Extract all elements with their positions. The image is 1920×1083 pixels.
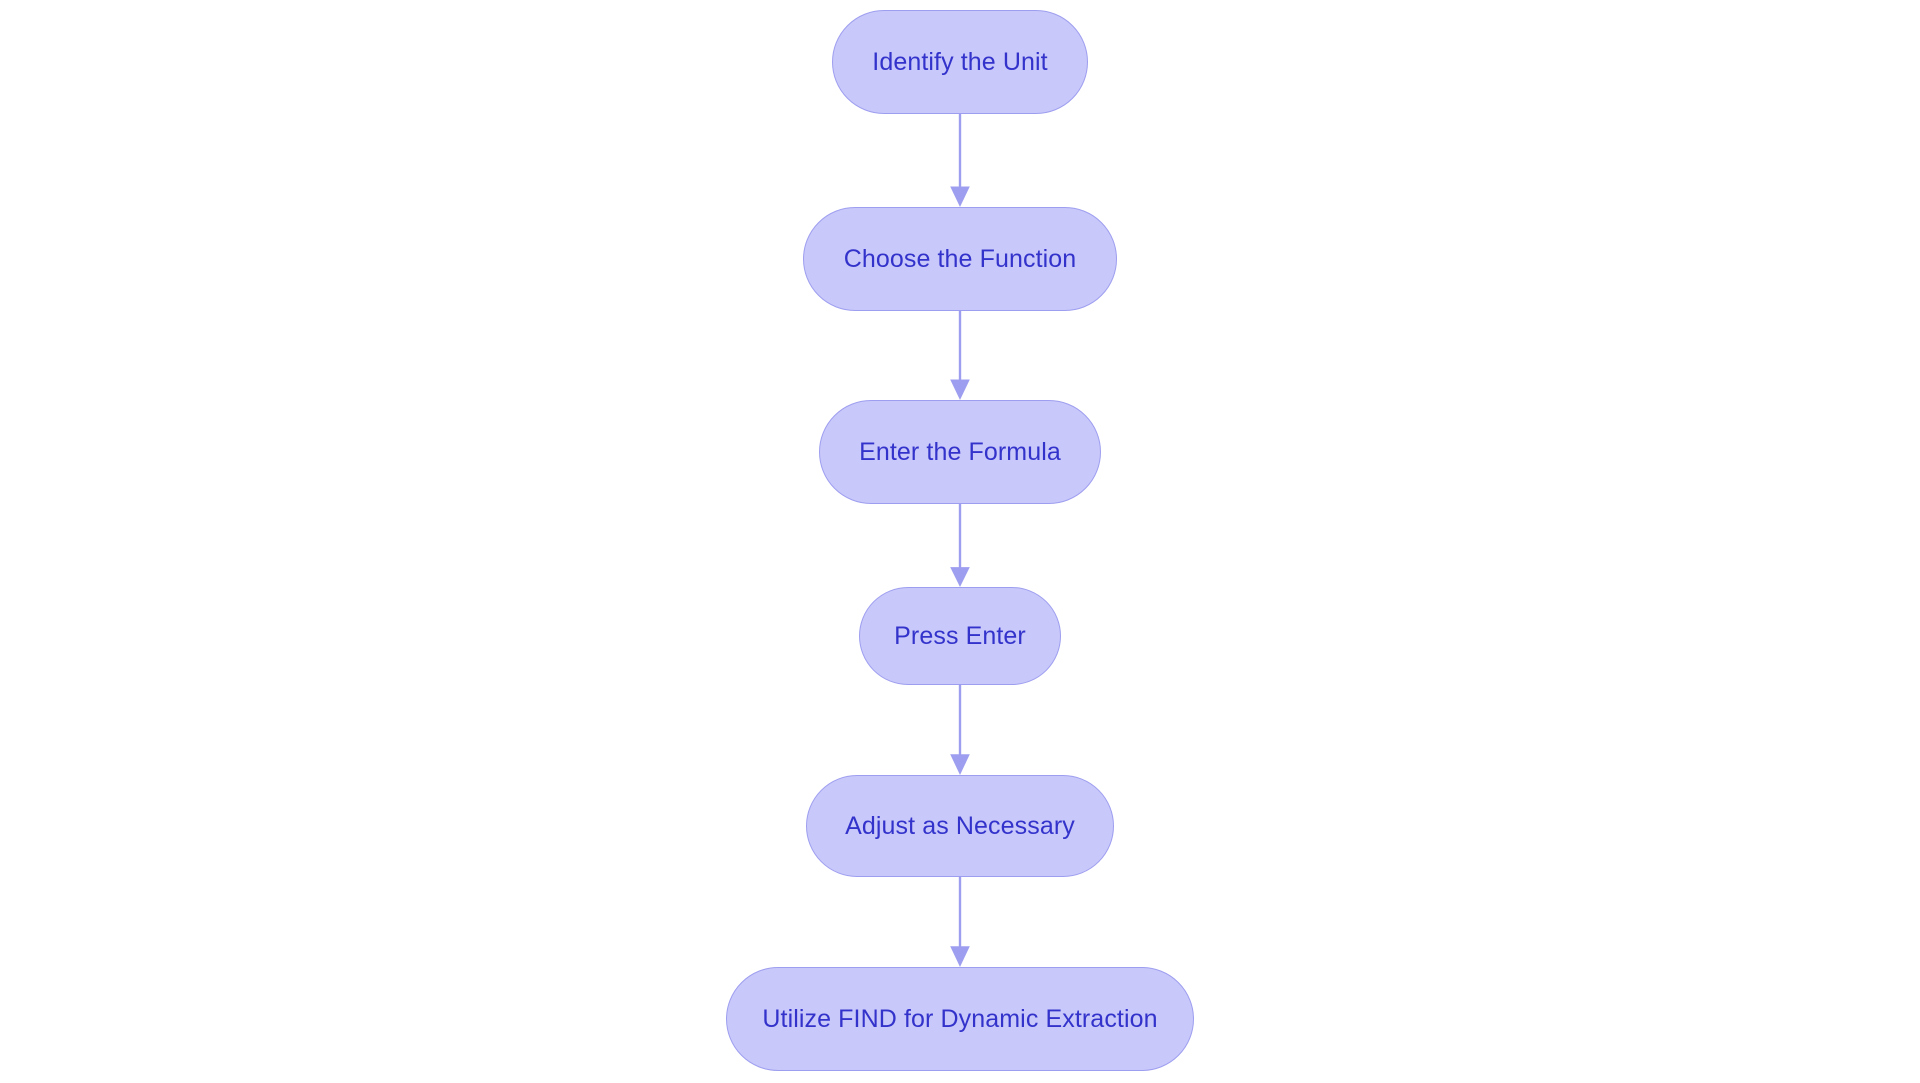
flow-node-label: Enter the Formula — [859, 437, 1061, 466]
flow-node-choose-the-function[interactable]: Choose the Function — [803, 207, 1117, 311]
flow-node-label: Utilize FIND for Dynamic Extraction — [762, 1004, 1158, 1033]
down-arrow-icon — [950, 877, 970, 967]
flow-node-identify-the-unit[interactable]: Identify the Unit — [832, 10, 1088, 114]
down-arrow-icon — [950, 504, 970, 587]
down-arrow-icon — [950, 311, 970, 400]
flow-node-adjust-as-necessary[interactable]: Adjust as Necessary — [806, 775, 1114, 877]
down-arrow-icon — [950, 685, 970, 775]
flow-edge-n2-to-n3 — [948, 311, 972, 400]
flow-edge-n4-to-n5 — [948, 685, 972, 775]
flow-edge-n3-to-n4 — [948, 504, 972, 587]
flow-node-label: Choose the Function — [843, 244, 1077, 273]
flow-node-press-enter[interactable]: Press Enter — [859, 587, 1061, 685]
flow-node-label: Press Enter — [894, 621, 1026, 650]
flow-edge-n1-to-n2 — [948, 114, 972, 207]
down-arrow-icon — [950, 114, 970, 207]
flow-node-label: Identify the Unit — [872, 47, 1048, 76]
flow-node-enter-the-formula[interactable]: Enter the Formula — [819, 400, 1101, 504]
flow-edge-n5-to-n6 — [948, 877, 972, 967]
flow-node-label: Adjust as Necessary — [845, 811, 1075, 840]
flow-node-utilize-find-for-dynamic-extraction[interactable]: Utilize FIND for Dynamic Extraction — [726, 967, 1194, 1071]
